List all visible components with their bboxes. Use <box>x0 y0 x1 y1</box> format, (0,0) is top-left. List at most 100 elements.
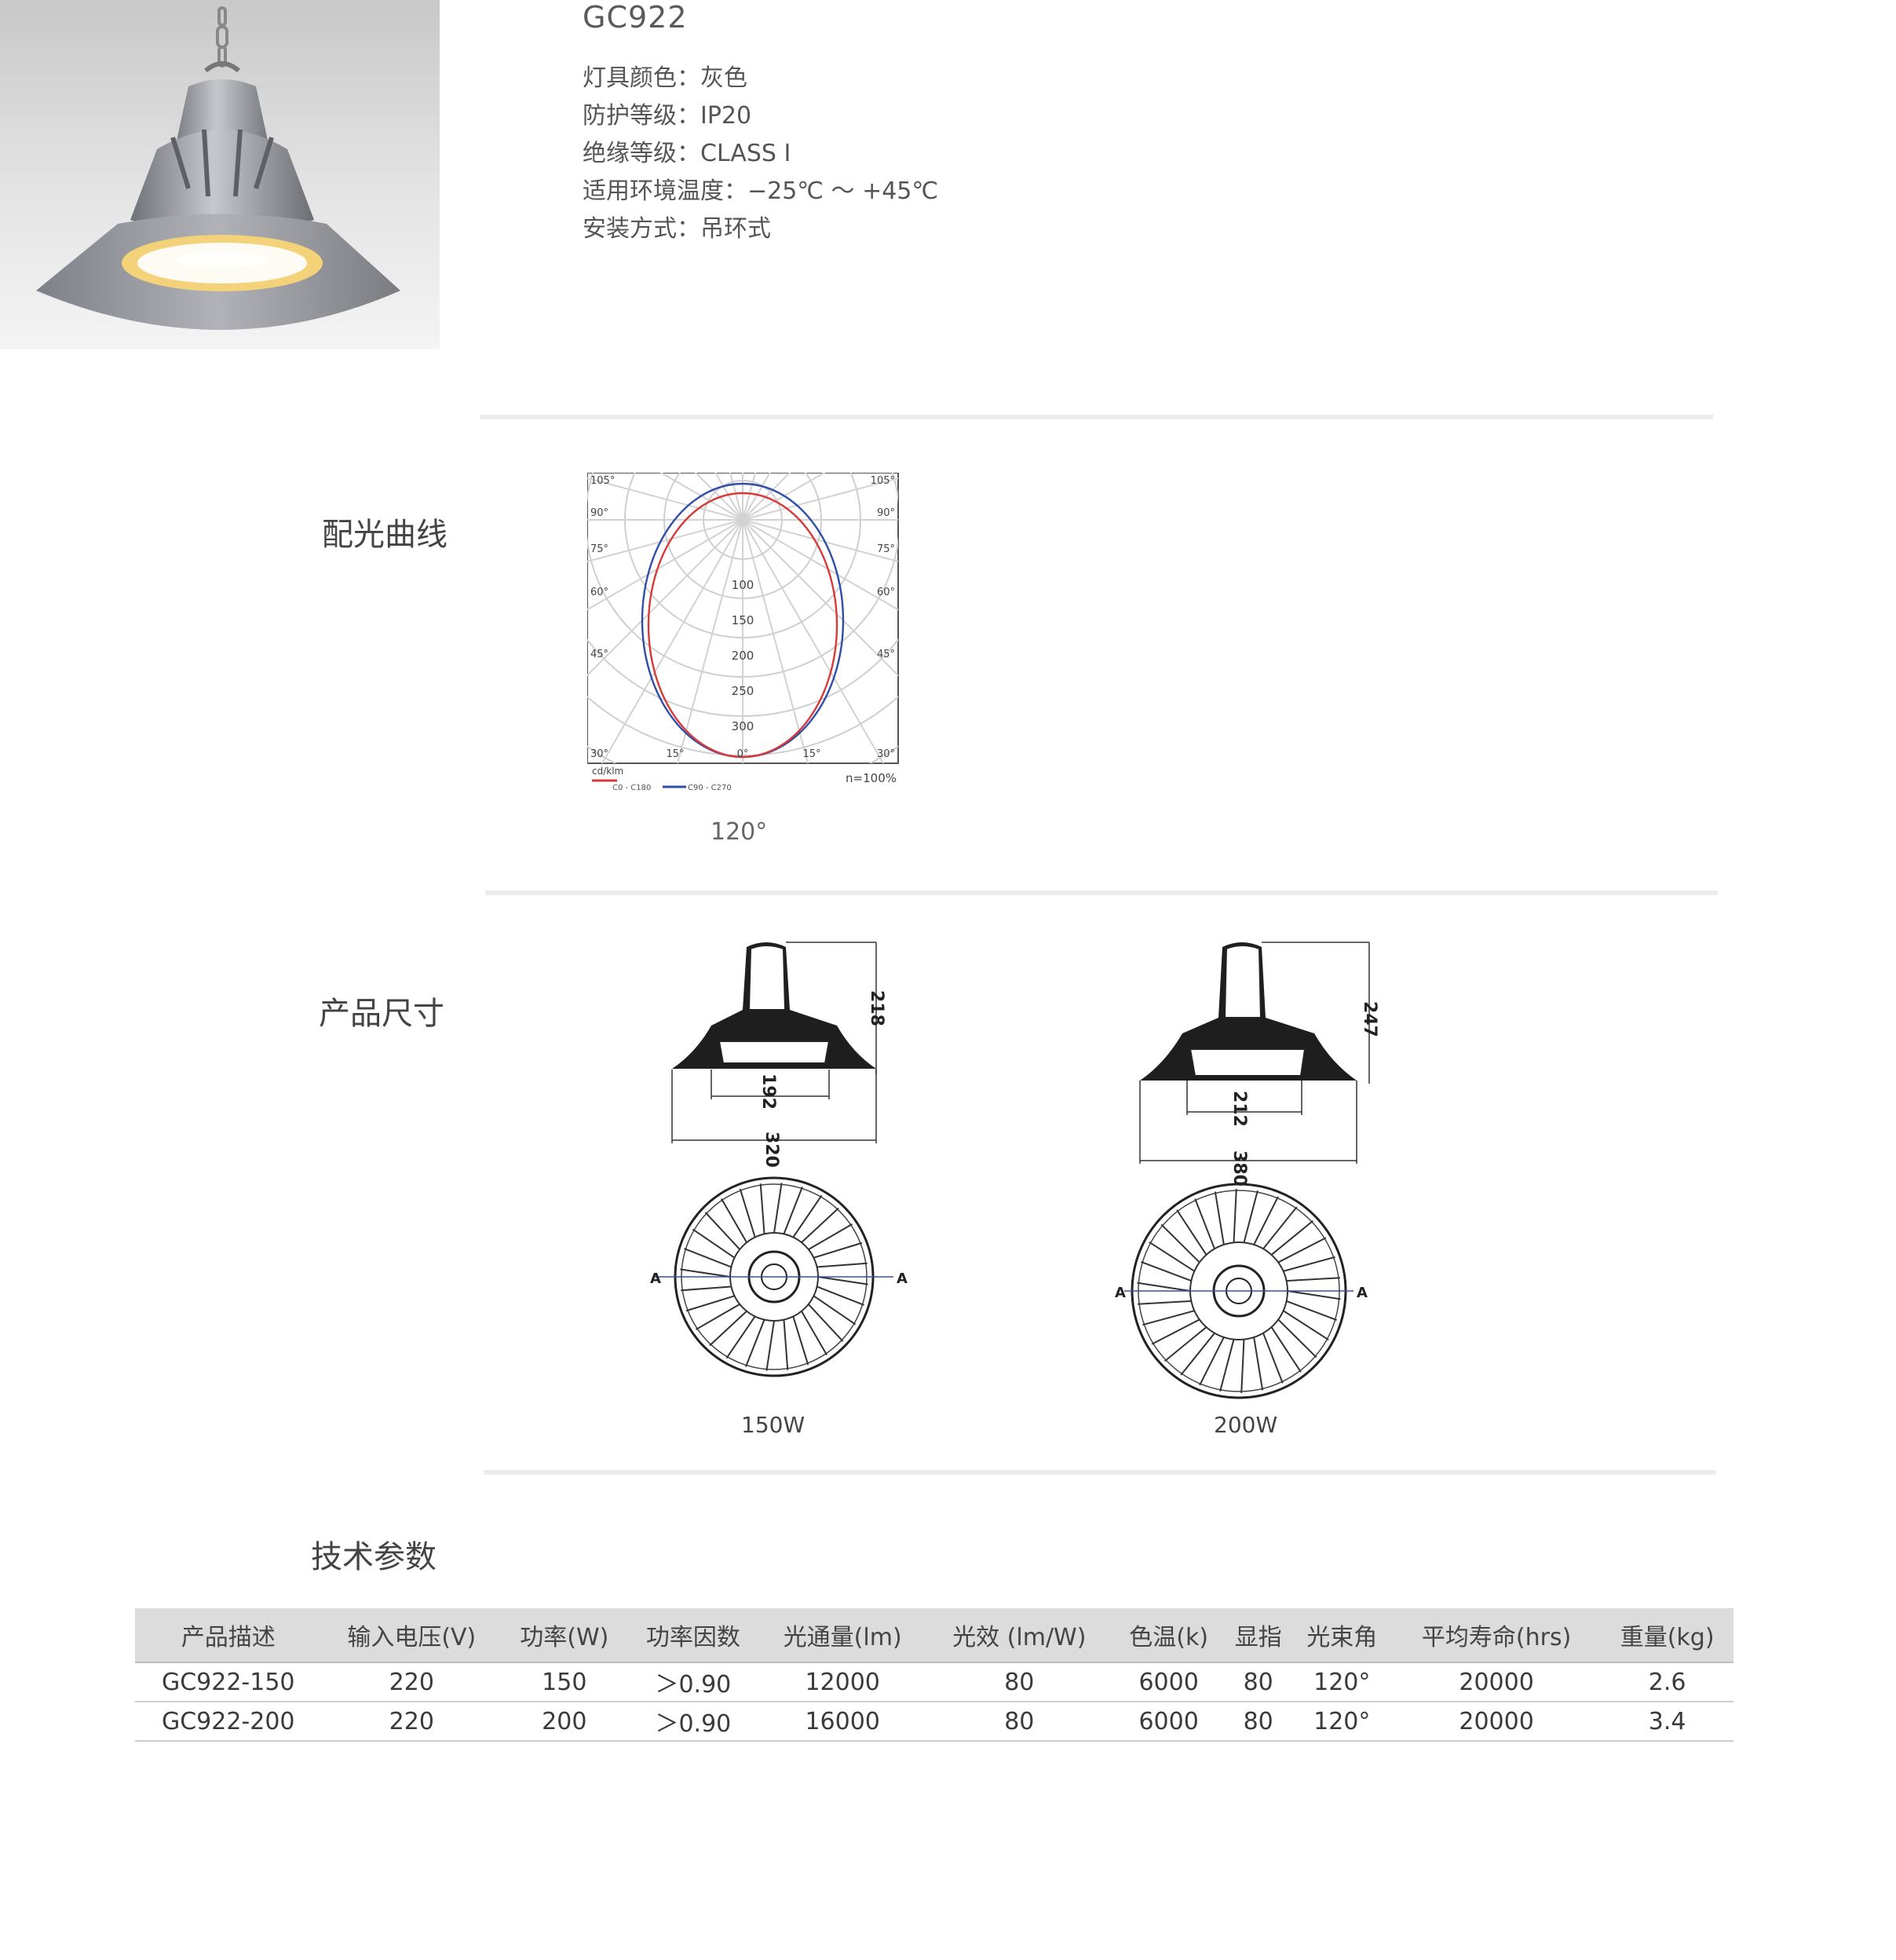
fin-spoke <box>1286 1300 1337 1322</box>
fin-spoke <box>813 1241 863 1259</box>
fin-spoke <box>817 1276 868 1285</box>
spec-temperature: 适用环境温度：−25℃ ～ +45℃ <box>583 177 939 205</box>
spec-installation: 安装方式：吊环式 <box>583 215 771 243</box>
fin-spoke <box>1199 1337 1225 1386</box>
col-header-luminous-flux: 光通量(lm) <box>759 1608 926 1662</box>
fin-spoke <box>816 1262 868 1268</box>
section-mark-right: A <box>897 1271 908 1287</box>
fin-spoke <box>1176 1209 1207 1256</box>
fin-spoke <box>1149 1241 1195 1272</box>
efficiency-label: n=100% <box>846 771 897 785</box>
fin-spoke <box>801 1311 827 1355</box>
angle-tick-label: 90° <box>877 507 895 519</box>
section-title-dimensions: 产品尺寸 <box>319 996 444 1032</box>
fin-spoke <box>1287 1290 1341 1300</box>
fin-spoke <box>1194 1198 1215 1249</box>
fin-spoke <box>1277 1318 1317 1358</box>
fin-spoke <box>681 1285 732 1292</box>
fin-spoke <box>1233 1188 1237 1243</box>
col-header-power: 功率(W) <box>502 1608 627 1662</box>
fin-spoke <box>1180 1333 1215 1376</box>
col-header-cct: 色温(k) <box>1112 1608 1225 1662</box>
fin-spoke <box>765 1320 775 1371</box>
fin-spoke <box>725 1315 756 1359</box>
tech-params-table: 产品描述 输入电压(V) 功率(W) 功率因数 光通量(lm) 光效 (lm/W… <box>135 1608 1733 1742</box>
curve-c0-c180 <box>647 492 838 759</box>
table-cell: 150 <box>502 1662 627 1702</box>
angle-tick-label: 75° <box>590 543 608 555</box>
table-cell: 20000 <box>1391 1662 1602 1702</box>
angle-tick-label: 0° <box>737 748 749 760</box>
pendant-lamp-image <box>36 6 400 330</box>
fin-spoke <box>1262 1206 1298 1249</box>
fin-spoke <box>1151 1318 1200 1345</box>
section-mark-right: A <box>1357 1285 1368 1301</box>
fin-spoke <box>1253 1196 1279 1245</box>
table-cell: 120° <box>1291 1662 1392 1702</box>
fin-spoke <box>684 1248 732 1268</box>
radial-tick-label: 150 <box>732 613 754 627</box>
fin-spoke <box>1137 1282 1191 1292</box>
fin-spoke <box>773 1183 783 1234</box>
fin-spoke <box>1283 1256 1335 1272</box>
drawing-label-150w: 150W <box>741 1412 806 1438</box>
fin-spoke <box>1270 1220 1314 1256</box>
fin-spoke <box>721 1198 747 1243</box>
dim-inner-diameter-label: 192 <box>758 1073 778 1110</box>
section-divider <box>484 1470 1716 1475</box>
table-cell: GC922-200 <box>135 1702 322 1742</box>
fin-spoke <box>1243 1190 1259 1243</box>
col-header-cri: 显指 <box>1224 1608 1292 1662</box>
angle-tick-label: 45° <box>590 649 608 660</box>
dimension-drawing-150w: 218 192 320 A A <box>648 931 915 1406</box>
fin-spoke <box>1283 1310 1329 1341</box>
drawing-label-200w: 200W <box>1214 1412 1278 1438</box>
fin-spoke <box>696 1304 740 1330</box>
product-model-title: GC922 <box>583 0 688 35</box>
fin-spoke <box>1262 1333 1284 1384</box>
table-cell: 80 <box>1224 1662 1292 1702</box>
spec-list: 灯具颜色：灰色 防护等级：IP20 绝缘等级：CLASS Ⅰ 适用环境温度：−2… <box>583 60 938 248</box>
table-cell: 12000 <box>759 1662 926 1702</box>
fin-spoke <box>692 1228 736 1259</box>
col-header-voltage: 输入电压(V) <box>321 1608 502 1662</box>
col-header-power-factor: 功率因数 <box>627 1608 760 1662</box>
dim-height-label: 247 <box>1360 1001 1379 1037</box>
polar-grid <box>587 473 898 763</box>
fin-spoke <box>1164 1326 1207 1362</box>
legend-label-c90: C90 - C270 <box>688 784 732 792</box>
table-cell: 6000 <box>1112 1702 1225 1742</box>
col-header-description: 产品描述 <box>135 1608 322 1662</box>
fin-spoke <box>801 1207 839 1243</box>
fin-spoke <box>1160 1223 1200 1263</box>
angle-tick-label: 90° <box>590 507 608 519</box>
section-divider <box>480 415 1713 419</box>
table-cell: 2.6 <box>1601 1662 1733 1702</box>
fin-spoke <box>1219 1339 1235 1392</box>
angle-tick-label: 75° <box>877 543 895 555</box>
dim-height-label: 218 <box>867 990 886 1026</box>
table-cell: GC922-150 <box>135 1662 322 1702</box>
angle-tick-label: 15° <box>802 748 820 760</box>
table-cell: 120° <box>1291 1702 1392 1742</box>
section-title-light-curve: 配光曲线 <box>322 517 448 553</box>
spec-insulation-class: 绝缘等级：CLASS Ⅰ <box>583 140 791 167</box>
dim-outer-diameter-label: 380 <box>1229 1150 1249 1187</box>
table-row: GC922-200 220 200 ＞0.90 16000 80 6000 80… <box>135 1702 1733 1742</box>
fin-spoke <box>813 1295 857 1326</box>
angle-tick-label: 60° <box>590 587 608 598</box>
fin-spoke <box>704 1212 740 1250</box>
fin-spoke <box>1138 1300 1192 1305</box>
polar-light-distribution-chart: 105°105°90°90°75°75°60°60°45°45°30°30°15… <box>586 472 901 806</box>
product-photo <box>0 0 440 349</box>
radial-tick-label: 100 <box>732 578 754 592</box>
table-cell: 220 <box>321 1662 502 1702</box>
table-cell: 200 <box>502 1702 627 1742</box>
spec-color: 灯具颜色：灰色 <box>583 64 747 92</box>
angle-tick-label: 30° <box>590 748 608 760</box>
fin-spoke <box>1253 1337 1264 1391</box>
polar-unit-label: cd/klm <box>592 766 623 777</box>
angle-tick-label: 105° <box>590 475 615 487</box>
section-mark-left: A <box>650 1271 661 1287</box>
